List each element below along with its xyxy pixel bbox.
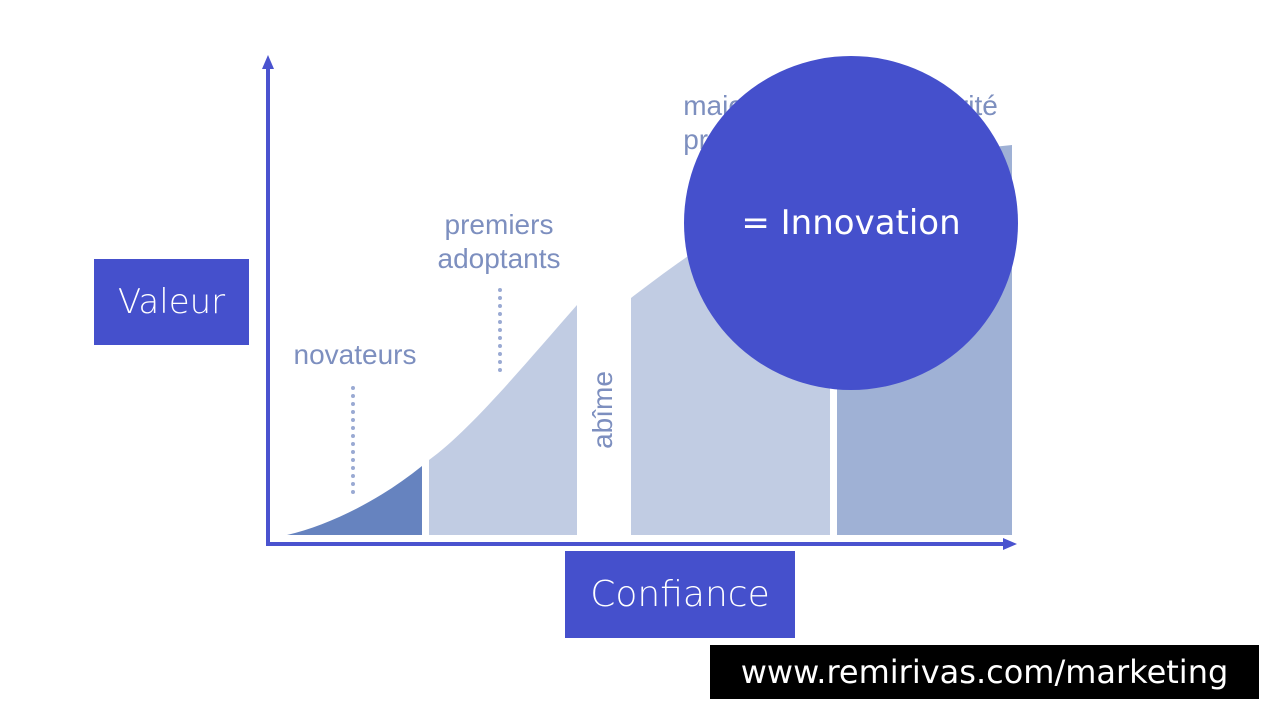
- footer-url: www.remirivas.com/marketing: [740, 653, 1229, 691]
- x-axis-arrow: [1003, 538, 1017, 550]
- chasm-label: abîme: [587, 371, 618, 449]
- innovators-label: novateurs: [294, 339, 417, 370]
- innovation-highlight-circle: = Innovation: [684, 56, 1018, 390]
- footer-url-bar: www.remirivas.com/marketing: [710, 645, 1259, 699]
- y-axis-arrow: [262, 55, 274, 69]
- innovators-area: [287, 466, 422, 535]
- innovation-label: = Innovation: [741, 203, 961, 243]
- y-axis-label: Valeur: [94, 259, 249, 345]
- early-adopters-area: [429, 305, 577, 535]
- early-adopters-label-line1: premiers: [445, 209, 554, 240]
- x-axis-label: Confiance: [565, 551, 795, 638]
- early-adopters-label-line2: adoptants: [438, 243, 561, 274]
